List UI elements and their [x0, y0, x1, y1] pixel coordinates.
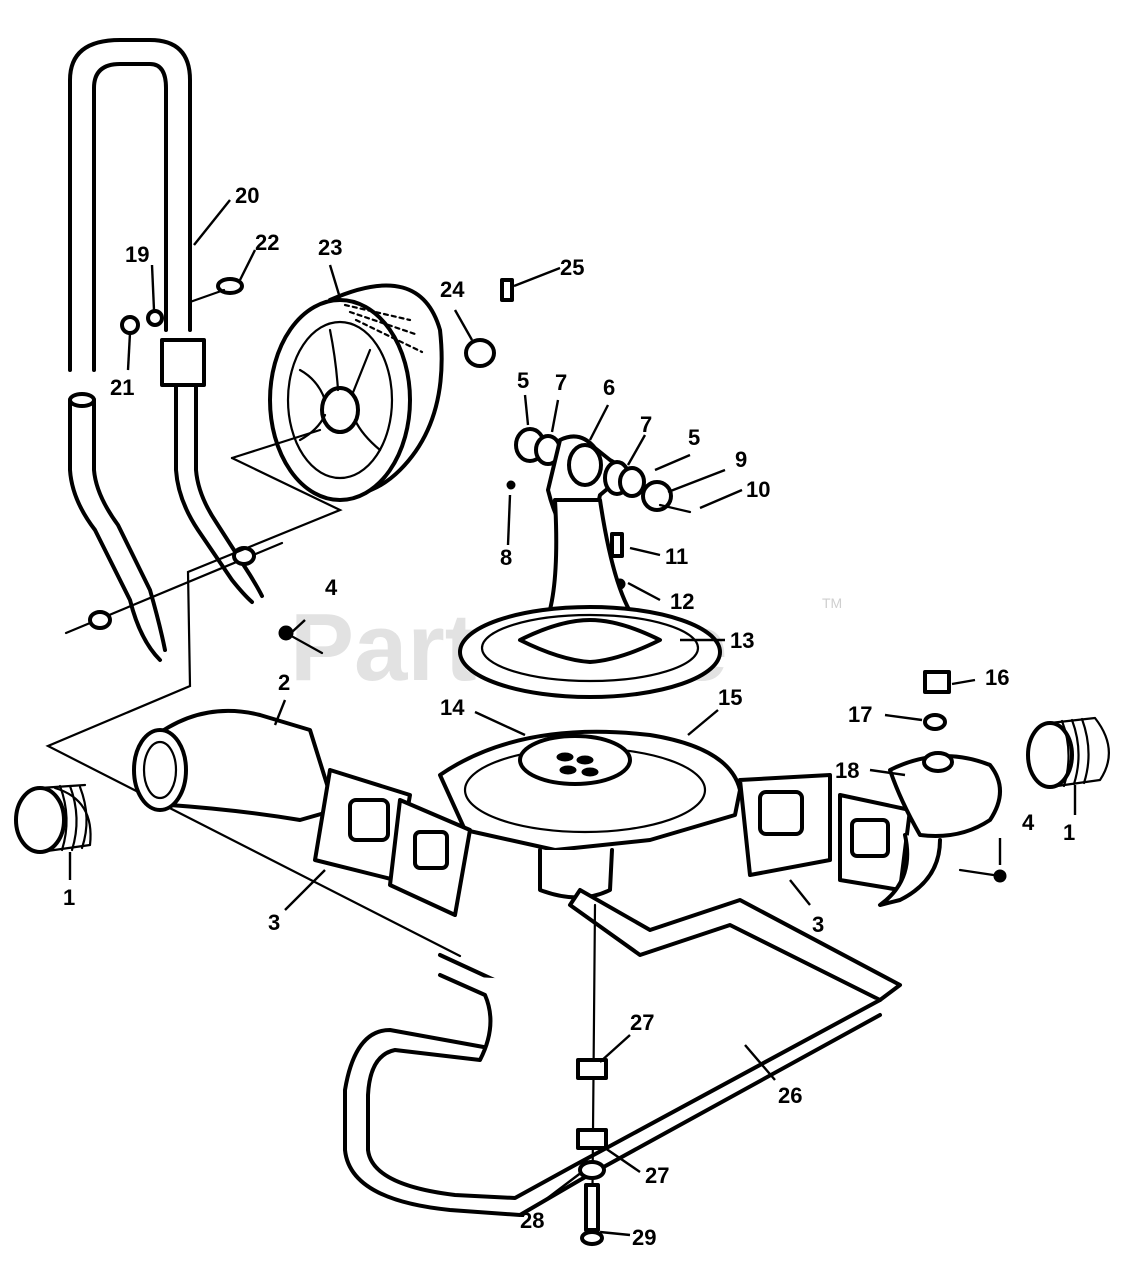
callout-19: 19 [125, 242, 149, 267]
callout-2: 2 [278, 670, 290, 695]
callout-5-right: 5 [688, 425, 700, 450]
callout-18: 18 [835, 758, 859, 783]
axle-rod [64, 541, 284, 635]
callout-6: 6 [603, 375, 615, 400]
callout-11: 11 [665, 544, 688, 569]
callout-7-right: 7 [640, 412, 652, 437]
callout-3-right: 3 [812, 912, 824, 937]
callout-24: 24 [440, 277, 465, 302]
callout-15: 15 [718, 685, 742, 710]
right-duct [738, 670, 1007, 907]
callout-22: 22 [255, 230, 279, 255]
callout-10: 10 [746, 477, 770, 502]
callout-20: 20 [235, 183, 259, 208]
watermark-trademark: TM [822, 595, 842, 611]
housing [438, 729, 742, 900]
bolt-4-left [278, 625, 324, 655]
wheel-part [268, 283, 444, 502]
callout-5-left: 5 [517, 368, 529, 393]
guide-lines [45, 428, 462, 958]
callout-4-left: 4 [325, 575, 338, 600]
callout-3-left: 3 [268, 910, 280, 935]
callout-27-bottom: 27 [645, 1163, 669, 1188]
callout-26: 26 [778, 1083, 802, 1108]
handle-part [68, 38, 264, 662]
impeller-plate [458, 605, 722, 699]
spiral-end-left [14, 783, 92, 854]
callout-14: 14 [440, 695, 465, 720]
callout-12: 12 [670, 589, 694, 614]
callout-1-right: 1 [1063, 820, 1075, 845]
frame [343, 888, 902, 1217]
callout-21: 21 [110, 375, 134, 400]
callout-8: 8 [500, 545, 512, 570]
pivot-assembly [464, 278, 692, 627]
bottom-hardware [576, 903, 608, 1247]
callout-17: 17 [848, 702, 872, 727]
callout-23: 23 [318, 235, 342, 260]
callout-25: 25 [560, 255, 584, 280]
callout-27-top: 27 [630, 1010, 654, 1035]
callout-1-left: 1 [63, 885, 75, 910]
callout-7-left: 7 [555, 370, 567, 395]
spiral-end-right [1026, 716, 1110, 789]
callout-28: 28 [520, 1208, 544, 1233]
callout-13: 13 [730, 628, 754, 653]
callout-leaders [68, 199, 1077, 1237]
callout-4-right: 4 [1022, 810, 1035, 835]
callout-9: 9 [735, 447, 747, 472]
left-duct [132, 708, 472, 917]
callout-29: 29 [632, 1225, 656, 1250]
callout-16: 16 [985, 665, 1009, 690]
callout-labels: 1 1 2 3 3 4 4 5 5 6 7 7 8 9 10 11 12 13 … [63, 183, 1075, 1250]
